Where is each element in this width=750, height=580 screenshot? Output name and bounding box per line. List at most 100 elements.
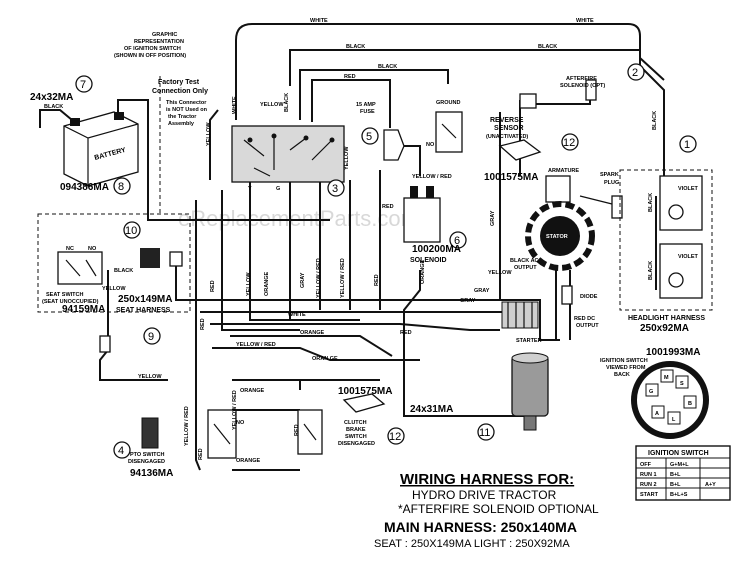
seat-nc: NC	[66, 246, 74, 252]
seat-switch	[57, 251, 103, 285]
wire-red-solenoid	[404, 145, 421, 176]
svg-text:S: S	[680, 381, 684, 387]
title-line-1: WIRING HARNESS FOR:	[400, 471, 574, 488]
watermark: eReplacementParts.com	[178, 206, 419, 231]
lower-switch-left	[207, 409, 237, 459]
wire-black-ground	[299, 69, 449, 120]
spark-plug-2: PLUG	[604, 180, 619, 186]
title-line-2: HYDRO DRIVE TRACTOR	[412, 488, 557, 502]
fuse-label-1: 15 AMP	[356, 102, 376, 108]
clutch-label-4: DISENGAGED	[338, 441, 375, 447]
callout-5: 5	[366, 131, 372, 143]
ground-module	[435, 111, 463, 153]
wire-black-top	[289, 49, 640, 86]
lower-switch-right	[297, 409, 323, 455]
reverse-sensor-1: REVERSE	[490, 117, 524, 124]
wire-red-mid	[210, 323, 500, 331]
callout-7: 7	[80, 79, 86, 91]
ignition-part: 1001993MA	[646, 347, 700, 358]
seat-harness-part: 250x149MA	[118, 294, 172, 305]
svg-text:YELLOW / RED: YELLOW / RED	[184, 406, 190, 446]
headlight-harness-label: HEADLIGHT HARNESS	[628, 315, 705, 322]
wire-group	[39, 23, 665, 471]
wire-battery-pos	[117, 99, 330, 221]
ign-g: G	[276, 186, 280, 192]
svg-text:YELLOW / RED: YELLOW / RED	[340, 258, 346, 298]
red-dc-1: RED DC	[574, 316, 595, 322]
wire-white-top	[235, 23, 641, 66]
wire-bundle-b	[221, 190, 300, 331]
violet-label-2: VIOLET	[678, 254, 699, 260]
seat-harness-label: SEAT HARNESS	[116, 307, 171, 314]
ignition-view-1: IGNITION SWITCH	[600, 358, 648, 364]
ignition-switch-graphic	[231, 125, 345, 183]
violet-label-1: VIOLET	[678, 186, 699, 192]
svg-text:M: M	[664, 375, 669, 381]
svg-text:Assembly: Assembly	[168, 121, 195, 127]
svg-text:BLACK: BLACK	[378, 64, 397, 70]
fuse-label-2: FUSE	[360, 109, 375, 115]
svg-text:L: L	[672, 417, 676, 423]
seat-no: NO	[88, 246, 97, 252]
clutch-label-3: SWITCH	[345, 434, 367, 440]
relay-10	[140, 248, 160, 268]
factory-test-label: Factory Test Connection Only This Connec…	[152, 79, 208, 127]
title-line-4: MAIN HARNESS: 250x140MA	[384, 519, 577, 535]
svg-text:YELLOW: YELLOW	[260, 102, 284, 108]
headlight-black-1: BLACK	[648, 193, 654, 212]
wire-afterfire	[536, 90, 591, 105]
callout-2: 2	[632, 67, 638, 79]
wire-bundle-a	[209, 109, 219, 180]
clutch-label-1: CLUTCH	[344, 420, 367, 426]
ground-label: GROUND	[436, 100, 460, 106]
callout-12-reverse: 12	[563, 137, 575, 149]
pto-part: 94136MA	[130, 468, 173, 479]
clutch-brake-switch	[342, 393, 386, 413]
svg-text:GRAY: GRAY	[300, 272, 306, 288]
wire-battery-ground	[39, 109, 73, 128]
seat-switch-label-1: SEAT SWITCH	[46, 292, 84, 298]
title-block: WIRING HARNESS FOR: HYDRO DRIVE TRACTOR …	[374, 471, 599, 550]
callout-6: 6	[454, 235, 460, 247]
clutch-part: 1001575MA	[338, 386, 392, 397]
svg-text:Connection Only: Connection Only	[152, 88, 208, 95]
battery-cable-part: 24x32MA	[30, 92, 73, 103]
callout-12-clutch: 12	[389, 431, 401, 443]
spark-plug	[579, 195, 623, 219]
svg-text:B: B	[688, 401, 692, 407]
svg-text:YELLOW: YELLOW	[246, 272, 252, 296]
red-dc-2: OUTPUT	[576, 323, 599, 329]
ignition-terminals: M S G B A L	[649, 375, 692, 423]
svg-text:G+M+L: G+M+L	[670, 462, 689, 468]
afterfire-solenoid	[519, 79, 597, 109]
wire-white-mid	[190, 299, 560, 341]
wire-yellow-red-mid	[212, 347, 420, 361]
ignition-view-2: VIEWED FROM	[606, 365, 646, 371]
svg-text:YELLOW: YELLOW	[488, 270, 512, 276]
svg-text:OF IGNITION SWITCH: OF IGNITION SWITCH	[124, 46, 181, 52]
svg-text:B+L: B+L	[670, 482, 681, 488]
svg-text:WHITE: WHITE	[232, 96, 238, 114]
wire-orange	[289, 180, 360, 321]
callouts: 1 2 3 4 5 6 7 8 9 10 11 12 12	[75, 63, 697, 459]
svg-text:This Connector: This Connector	[166, 100, 207, 106]
wire-yellow-seat-b	[175, 260, 196, 301]
svg-text:RUN 1: RUN 1	[640, 472, 657, 478]
callout-9: 9	[148, 331, 154, 343]
svg-text:ORAN GE: ORAN GE	[312, 356, 338, 362]
svg-text:B+L: B+L	[670, 472, 681, 478]
callout-11: 11	[479, 427, 490, 439]
callout-1: 1	[684, 139, 690, 151]
svg-text:GRAY: GRAY	[490, 210, 496, 226]
svg-text:WHITE: WHITE	[288, 312, 306, 318]
ign-y: Y	[248, 186, 252, 192]
wire-yellow-red-pto	[195, 200, 201, 471]
ignition-switch-table: IGNITION SWITCH OFF G+M+L RUN 1 B+L RUN …	[635, 445, 731, 501]
diode	[561, 285, 573, 305]
svg-text:WHITE: WHITE	[310, 18, 328, 24]
ignition-switch-face	[631, 361, 709, 439]
starter	[511, 352, 549, 431]
stator	[525, 175, 595, 271]
svg-text:ORANGE: ORANGE	[420, 260, 426, 284]
svg-text:BLACK: BLACK	[346, 44, 365, 50]
